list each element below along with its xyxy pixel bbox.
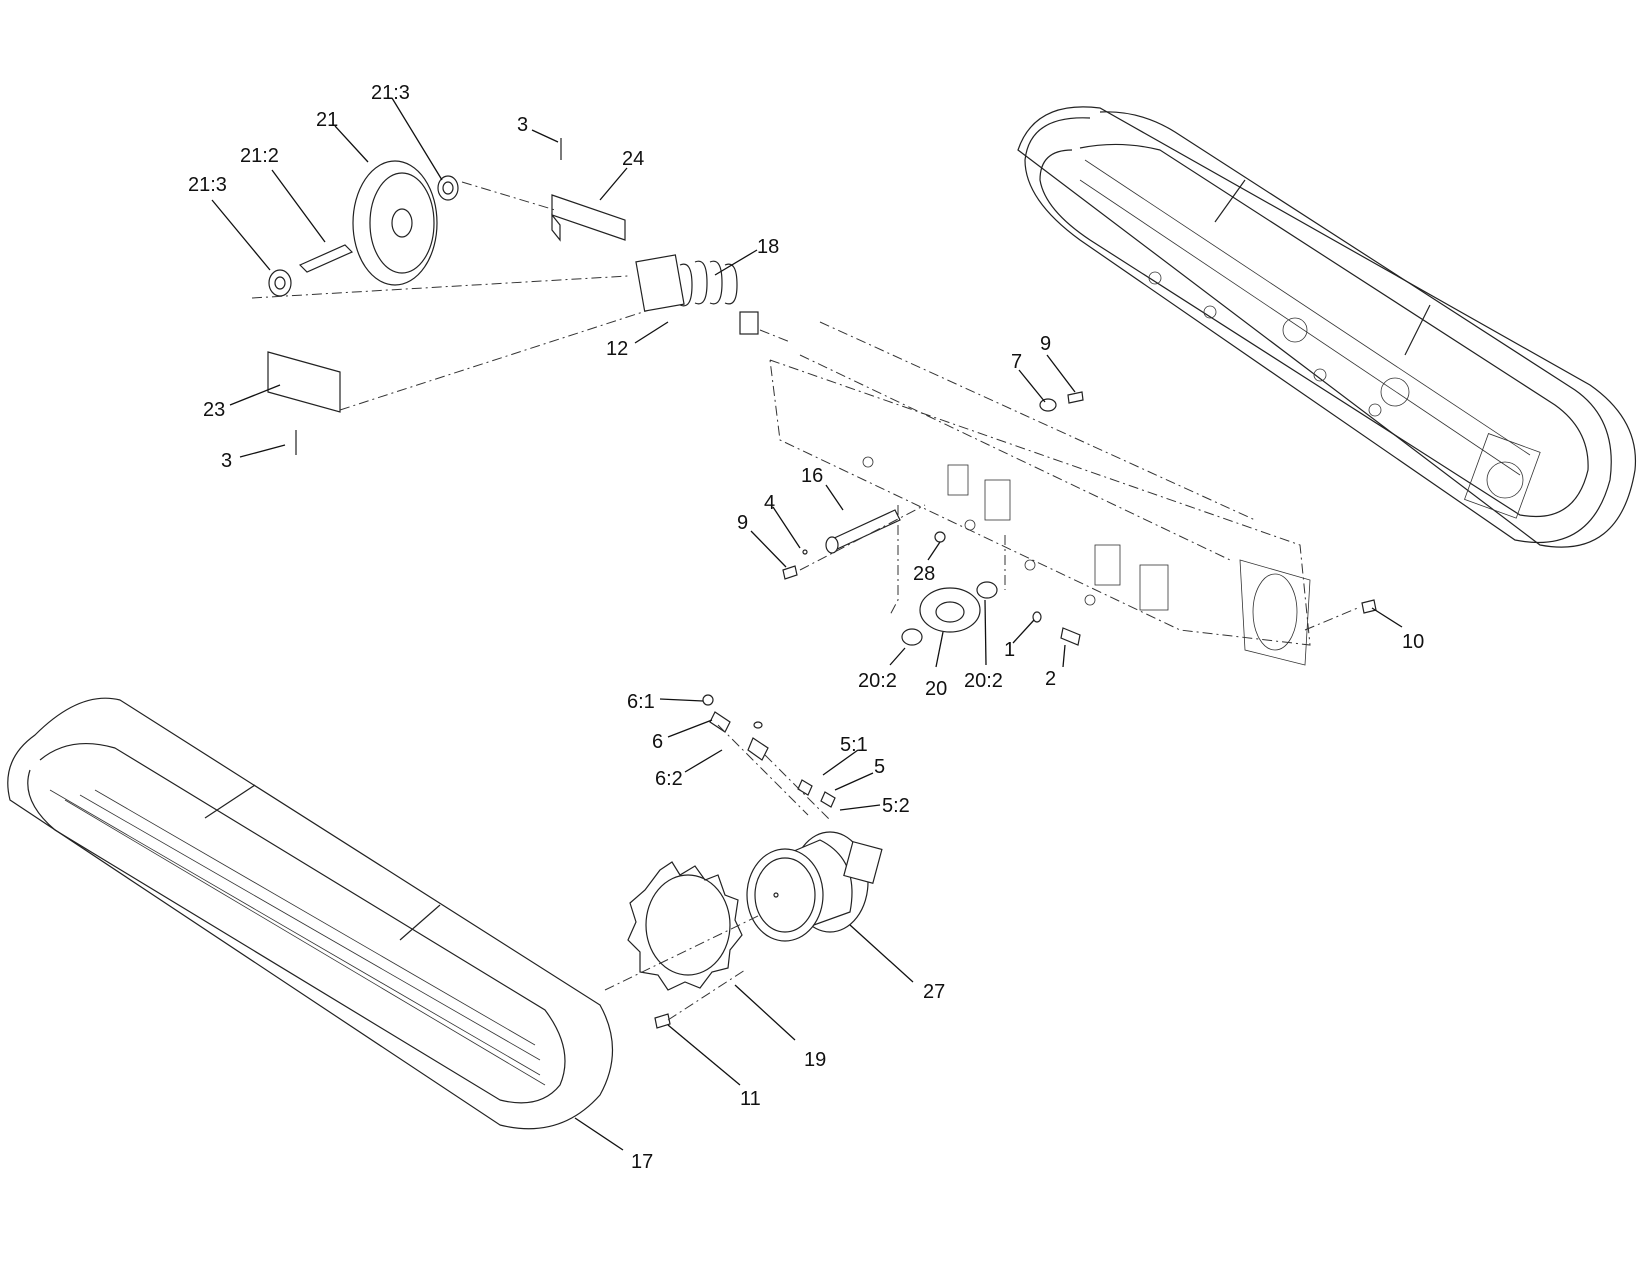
callout-21-3-top: 21:3	[371, 82, 410, 104]
callout-5: 5	[874, 756, 885, 778]
leader-lines	[211, 97, 1403, 1151]
bolts-misc	[934, 391, 1377, 646]
callout-labels: 21:3 21 21:2 21:3 3 24 18 12 23 3 9 7 16…	[188, 82, 1424, 1173]
callout-27: 27	[923, 981, 945, 1003]
callout-12: 12	[606, 338, 628, 360]
callout-7: 7	[1011, 351, 1022, 373]
callout-23: 23	[203, 399, 225, 421]
callout-20: 20	[925, 678, 947, 700]
callout-19: 19	[804, 1049, 826, 1071]
callout-2: 2	[1045, 668, 1056, 690]
callout-11: 11	[740, 1088, 761, 1110]
callout-3-bottom: 3	[221, 450, 232, 472]
callout-5-1: 5:1	[840, 734, 868, 756]
track-left	[7, 697, 614, 1130]
callout-21-2: 21:2	[240, 145, 279, 167]
callout-6-2: 6:2	[655, 768, 683, 790]
callout-17: 17	[631, 1151, 653, 1173]
callout-9-right: 9	[1040, 333, 1051, 355]
pin-16	[782, 504, 926, 580]
callout-28: 28	[913, 563, 935, 585]
callout-20-2-right: 20:2	[964, 670, 1003, 692]
callout-6-1: 6:1	[627, 691, 655, 713]
bottom-roller	[889, 505, 1006, 646]
callout-21: 21	[316, 109, 338, 131]
callout-5-2: 5:2	[882, 795, 910, 817]
callout-10: 10	[1402, 631, 1424, 653]
track-frame	[769, 321, 1311, 666]
recoil-spring	[635, 254, 791, 343]
idler-wheel-assembly	[251, 138, 681, 455]
callout-16: 16	[801, 465, 823, 487]
callout-9-left: 9	[737, 512, 748, 534]
callout-24: 24	[622, 148, 644, 170]
callout-18: 18	[757, 236, 779, 258]
callout-4: 4	[764, 492, 775, 514]
callout-21-3-left: 21:3	[188, 174, 227, 196]
callout-1: 1	[1004, 639, 1015, 661]
callout-20-2-left: 20:2	[858, 670, 897, 692]
hydraulic-fittings	[702, 694, 836, 821]
drive-motor	[746, 831, 883, 942]
callout-3-top: 3	[517, 114, 528, 136]
callout-6: 6	[652, 731, 663, 753]
sprocket	[604, 861, 761, 1029]
track-right	[1017, 106, 1637, 548]
